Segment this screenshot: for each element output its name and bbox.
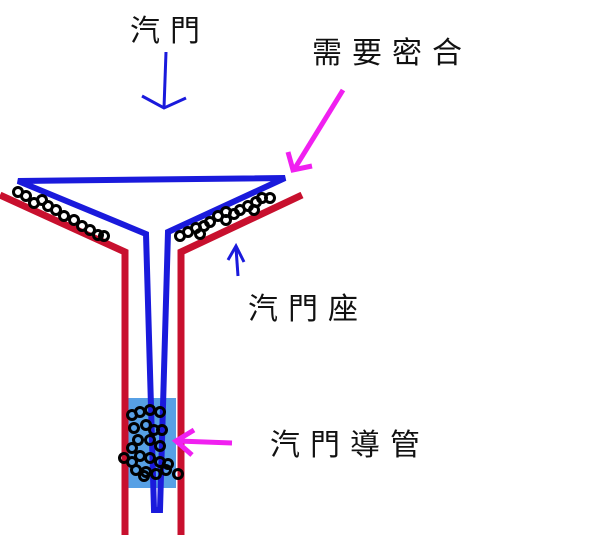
deposit-particle	[68, 214, 80, 226]
deposit-particle	[156, 424, 168, 436]
deposit-particle	[220, 214, 232, 226]
deposit-particle	[162, 458, 174, 470]
cylinder-head-left	[0, 191, 129, 535]
deposit-particle	[144, 434, 156, 446]
deposit-particle	[150, 468, 162, 480]
deposit-particle	[126, 442, 138, 454]
deposit-particle	[84, 224, 96, 236]
deposit-particle	[172, 468, 184, 480]
deposit-particle	[194, 228, 206, 240]
deposit-particle	[20, 190, 32, 202]
deposit-particle	[98, 230, 110, 242]
deposit-particle	[58, 210, 70, 222]
arrow-seal-icon	[285, 88, 346, 173]
label-valve: 汽門	[130, 14, 210, 49]
deposit-particle	[160, 464, 172, 476]
cylinder-head-right	[177, 191, 304, 535]
deposit-particle	[36, 194, 48, 206]
deposit-particle	[144, 452, 156, 464]
deposit-particle	[140, 419, 152, 431]
carbon-deposits	[12, 186, 276, 482]
label-valve-seat: 汽門座	[248, 292, 368, 327]
arrow-seat-icon	[226, 242, 246, 277]
deposit-particle	[132, 434, 144, 446]
deposit-particle	[138, 470, 150, 482]
deposit-particle	[92, 229, 104, 241]
deposit-particle	[204, 216, 216, 228]
label-seal: 需要密合	[312, 36, 472, 71]
deposit-particle	[264, 192, 276, 204]
arrow-guide-icon	[171, 427, 233, 457]
arrow-valve-icon	[141, 51, 187, 110]
label-valve-guide: 汽門導管	[270, 428, 430, 463]
deposit-particle	[248, 204, 260, 216]
deposit-particle	[50, 204, 62, 216]
deposit-particle	[154, 406, 166, 418]
deposit-particle	[128, 422, 140, 434]
valve-head	[16, 175, 287, 513]
deposit-particle	[154, 440, 166, 452]
